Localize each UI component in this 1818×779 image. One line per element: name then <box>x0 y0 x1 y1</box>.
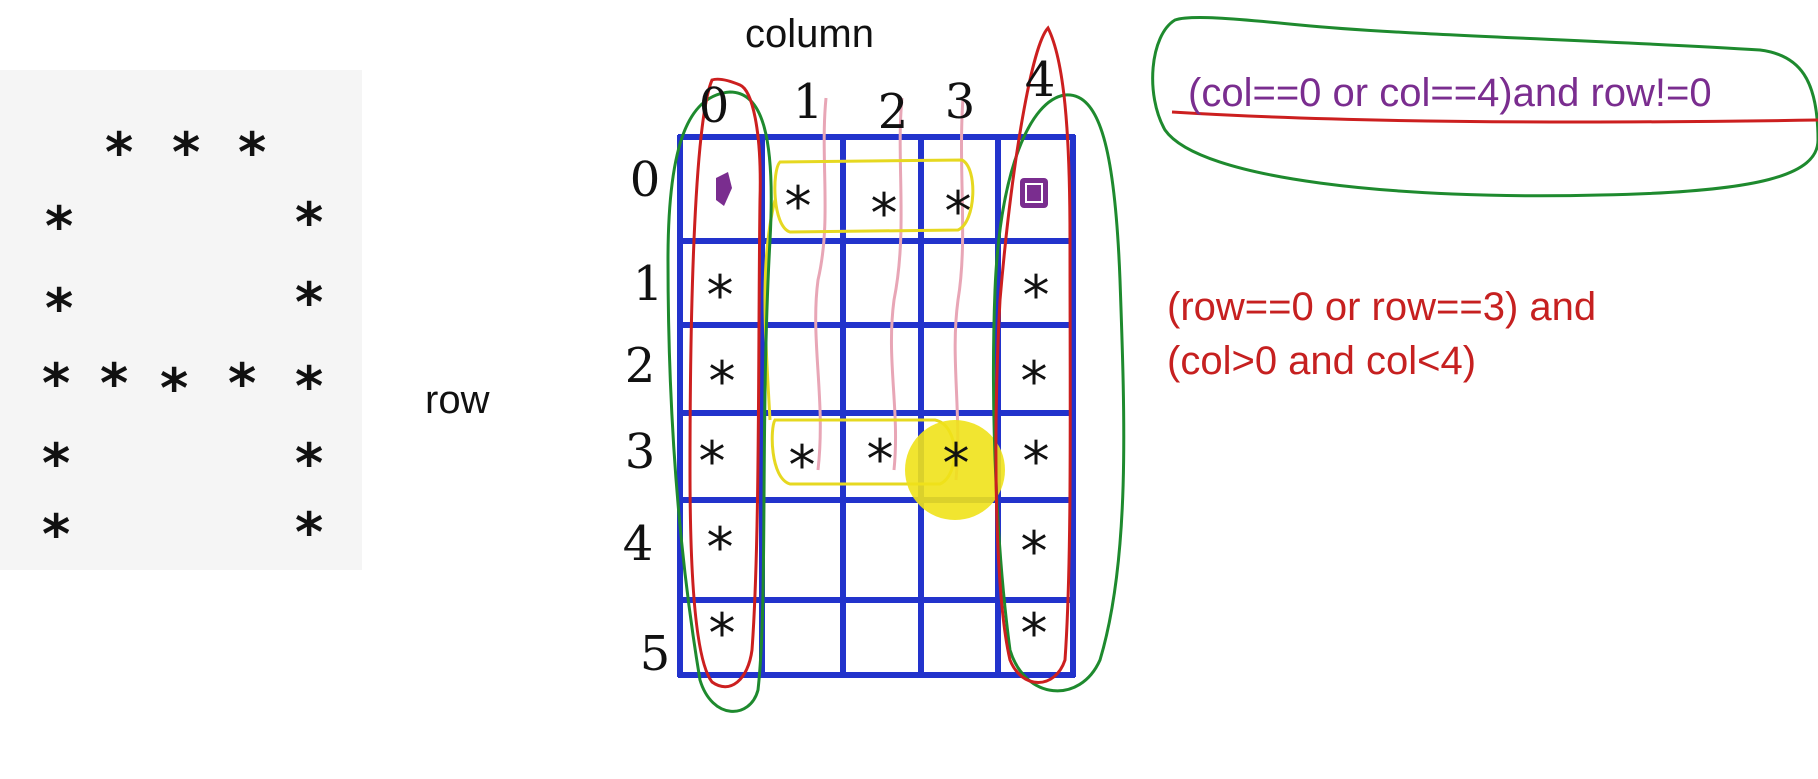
pattern-star: * <box>42 352 71 415</box>
green-enclosures <box>666 16 1818 713</box>
pattern-preview-panel <box>0 70 362 570</box>
column-index: 2 <box>878 84 909 140</box>
grid-cell-r0c1: * <box>785 175 812 238</box>
column-index: 4 <box>1025 52 1056 108</box>
pattern-star: * <box>295 501 324 564</box>
row-index: 2 <box>625 338 656 394</box>
row-index: 5 <box>640 626 671 682</box>
grid-cell-r5c4: * <box>1021 602 1048 665</box>
pattern-star: * <box>295 271 324 334</box>
grid-cell-r0c3: * <box>945 180 972 243</box>
grid-cell-r1c0: * <box>707 264 734 327</box>
grid-cell-r2c4: * <box>1021 350 1048 413</box>
row-indices: 0 1 2 3 4 5 <box>623 152 671 682</box>
row-index: 0 <box>630 152 661 208</box>
grid-cell-r3c4: * <box>1023 430 1050 493</box>
pink-column-traces <box>814 97 965 481</box>
column-condition-text: (col==0 or col==4)and row!=0 <box>1188 71 1712 115</box>
grid-cell-r3c2: * <box>867 428 894 491</box>
grid-cell-r4c4: * <box>1021 520 1048 583</box>
pattern-star: * <box>105 121 134 184</box>
purple-scribble-mark <box>1020 178 1048 208</box>
grid-cells: * * * * * * * * * * * * * * * * <box>699 172 1050 665</box>
grid-cell-r3c3: * <box>943 432 970 495</box>
row-index: 4 <box>623 516 654 572</box>
grid-cell-r3c1: * <box>789 434 816 497</box>
cursor-highlight <box>905 420 1005 520</box>
pattern-star: * <box>45 195 74 258</box>
pattern-star: * <box>42 432 71 495</box>
pattern-star: * <box>172 121 201 184</box>
grid-cell-r0c2: * <box>871 182 898 245</box>
grid-cell-r3c0: * <box>699 430 726 493</box>
row-axis-label: row <box>425 378 490 422</box>
column-index: 1 <box>793 74 824 130</box>
row-index: 1 <box>633 256 664 312</box>
pattern-star: * <box>45 277 74 340</box>
pattern-star: * <box>238 121 267 184</box>
row-condition-line: (col>0 and col<4) <box>1167 339 1477 383</box>
grid-cell-r5c0: * <box>709 602 736 665</box>
column-index: 0 <box>699 78 730 134</box>
row-condition-line: (row==0 or row==3) and <box>1167 285 1597 329</box>
row-index: 3 <box>625 424 656 480</box>
red-enclosures <box>688 25 1818 689</box>
pattern-star: * <box>100 352 129 415</box>
purple-scribble-mark <box>716 172 732 206</box>
pattern-star: * <box>228 352 257 415</box>
pattern-star: * <box>160 357 189 420</box>
column-index: 3 <box>945 74 976 130</box>
row-condition-text: (row==0 or row==3) and (col>0 and col<4) <box>1167 280 1596 388</box>
column-axis-label: column <box>745 12 874 56</box>
grid-cell-r2c0: * <box>709 350 736 413</box>
grid-cell-r1c4: * <box>1023 264 1050 327</box>
grid-cell-r4c0: * <box>707 516 734 579</box>
purple-scribble-mark <box>1025 183 1043 203</box>
pattern-star: * <box>295 355 324 418</box>
pattern-star: * <box>42 503 71 566</box>
pattern-star: * <box>295 191 324 254</box>
pattern-star: * <box>295 432 324 495</box>
column-indices: 0 1 2 3 4 <box>699 52 1056 140</box>
